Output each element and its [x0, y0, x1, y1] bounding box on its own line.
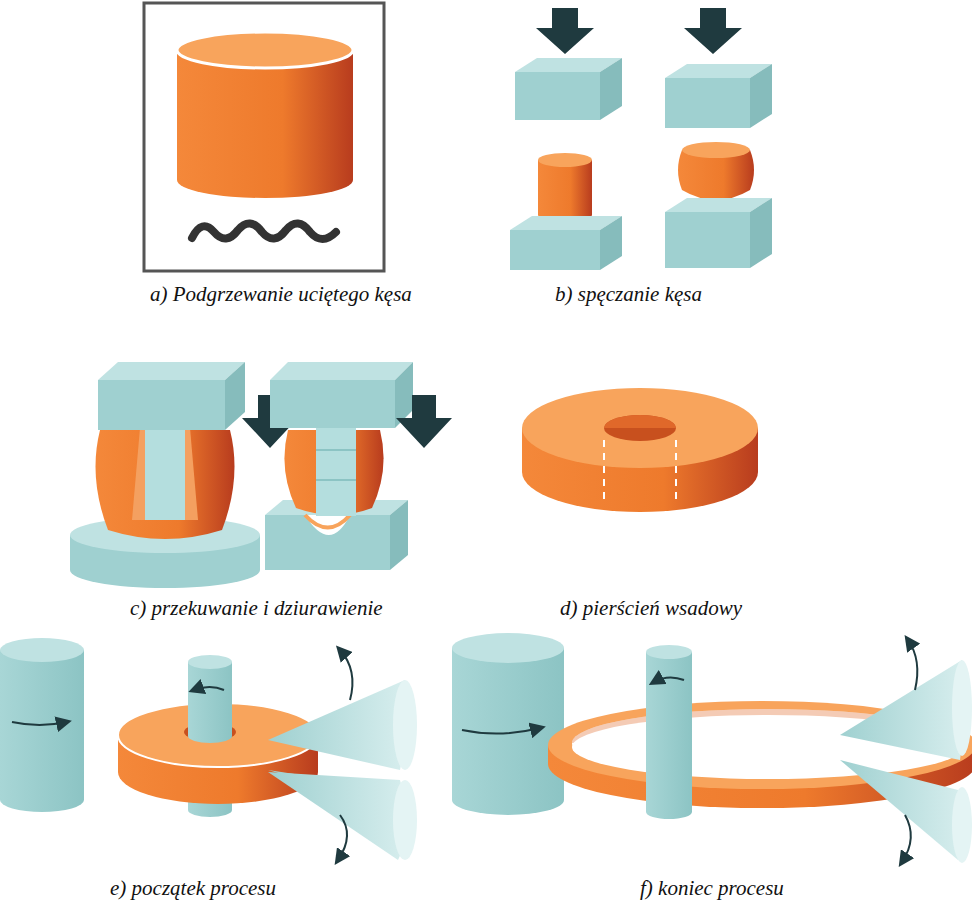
panel-heating [144, 3, 384, 271]
panel-piercing [70, 362, 452, 588]
caption: c) przekuwanie i dziurawienie [130, 596, 383, 621]
panel-process-end [452, 633, 972, 863]
panel-upsetting [510, 8, 772, 270]
caption: f) koniec procesu [640, 876, 784, 901]
caption: e) początek procesu [110, 876, 276, 901]
caption: a) Podgrzewanie uciętego kęsa [150, 282, 412, 307]
panel-process-start [0, 638, 417, 860]
panel-preform-ring [522, 388, 758, 512]
caption: d) pierścień wsadowy [560, 596, 742, 621]
caption: b) spęczanie kęsa [555, 282, 702, 307]
